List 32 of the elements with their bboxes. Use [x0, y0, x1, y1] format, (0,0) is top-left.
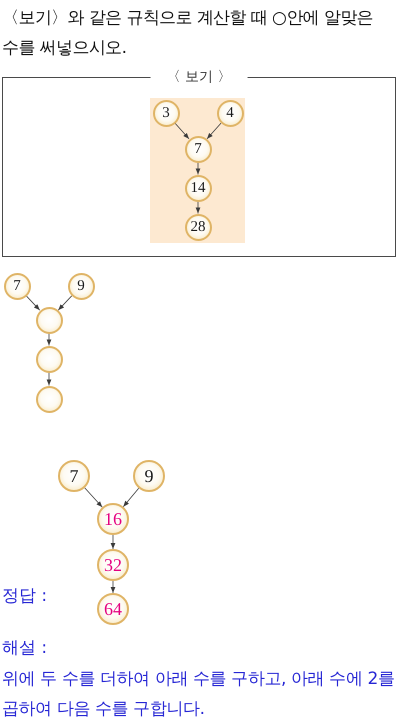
shaded-panel — [150, 98, 245, 243]
number-circle: 16 — [97, 503, 129, 535]
number-circle: 4 — [216, 100, 244, 126]
arrow — [122, 488, 140, 508]
explanation-text: 위에 두 수를 더하여 아래 수를 구하고, 아래 수에 2를 곱하여 다음 수를 구합니다. — [2, 668, 396, 720]
number-circle: 9 — [133, 460, 165, 492]
arrow — [46, 372, 52, 386]
empty-circle — [36, 346, 62, 372]
number-circle: 9 — [68, 272, 94, 300]
number-circle: 64 — [97, 593, 129, 625]
arrow — [84, 487, 103, 508]
arrow — [174, 122, 190, 140]
number-circle: 14 — [184, 174, 212, 202]
arrow — [196, 162, 200, 175]
empty-circle — [36, 306, 62, 334]
number-circle: 7 — [4, 272, 30, 300]
number-circle: 7 — [58, 460, 90, 492]
arrow — [206, 122, 222, 140]
empty-circle — [36, 386, 62, 412]
arrow — [110, 580, 116, 594]
number-circle: 32 — [97, 549, 129, 581]
arrow — [26, 295, 40, 311]
number-circle: 28 — [184, 214, 212, 240]
answer-label: 정답 : — [2, 585, 48, 608]
number-circle: 7 — [184, 136, 212, 162]
arrow — [58, 295, 72, 311]
arrow — [46, 333, 52, 346]
arrow — [110, 534, 116, 550]
arrow — [196, 201, 200, 214]
explanation-label: 해설 : — [2, 637, 48, 660]
number-circle: 3 — [152, 100, 180, 126]
question-text: 〈보기〉와 같은 규칙으로 계산할 때 ○안에 알맞은 수를 써넣으시오. — [2, 7, 374, 60]
